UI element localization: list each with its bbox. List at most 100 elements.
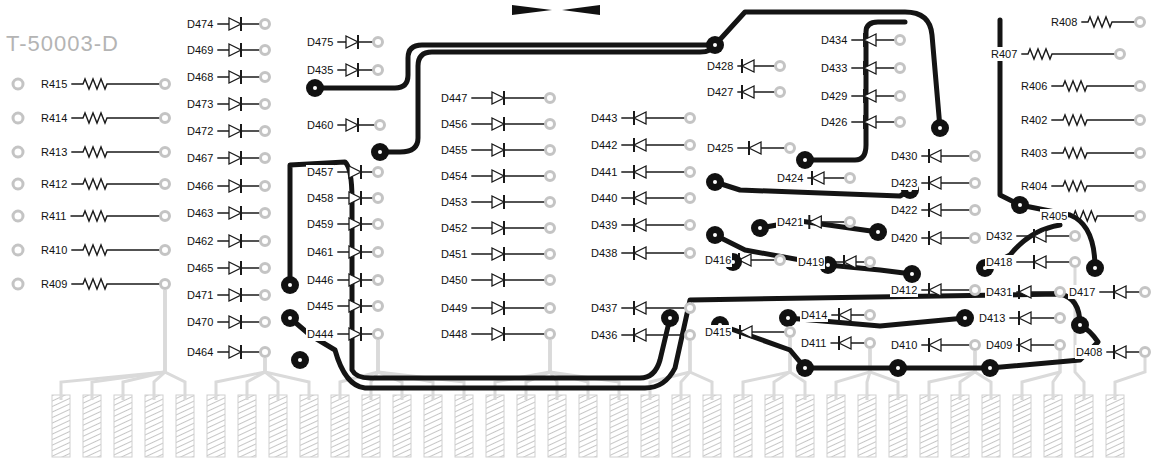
diode-symbol bbox=[217, 124, 265, 138]
part-label: D433 bbox=[820, 61, 848, 75]
diode-bar bbox=[741, 59, 743, 73]
solder-pad bbox=[1011, 196, 1029, 214]
diode-body bbox=[749, 142, 761, 154]
diode-lead bbox=[471, 149, 550, 150]
pad bbox=[866, 258, 875, 267]
diode-symbol bbox=[217, 97, 265, 111]
solder-pad bbox=[371, 143, 389, 161]
diode-bar bbox=[633, 301, 635, 315]
part-label: D434 bbox=[820, 33, 848, 47]
diode-bar bbox=[633, 191, 635, 205]
diode-symbol bbox=[621, 218, 690, 232]
pad bbox=[1056, 314, 1065, 323]
edge-finger bbox=[889, 395, 907, 457]
diode-body bbox=[634, 192, 646, 204]
diode-bar bbox=[633, 218, 635, 232]
pad-hole bbox=[378, 150, 382, 154]
pad bbox=[261, 154, 270, 163]
edge-finger bbox=[982, 395, 1000, 457]
pad bbox=[971, 234, 980, 243]
pad bbox=[1056, 341, 1065, 350]
pad bbox=[1136, 212, 1145, 221]
diode-bar bbox=[357, 118, 359, 132]
dark-trace bbox=[720, 325, 1098, 368]
part-label: R405 bbox=[1040, 209, 1068, 223]
part-label: R411 bbox=[40, 209, 67, 223]
diode-body bbox=[229, 18, 241, 30]
diode-bar bbox=[240, 315, 242, 329]
pad bbox=[13, 279, 23, 289]
pale-trace bbox=[526, 340, 550, 400]
pad bbox=[161, 80, 170, 89]
pad bbox=[1136, 182, 1145, 191]
part-label: D431 bbox=[985, 285, 1013, 299]
edge-finger bbox=[393, 395, 411, 457]
diode-body bbox=[634, 247, 646, 259]
diode-bar bbox=[1018, 338, 1020, 352]
pad bbox=[374, 330, 383, 339]
diode-symbol bbox=[851, 89, 900, 103]
diode-symbol bbox=[217, 43, 265, 57]
part-label: D426 bbox=[820, 115, 848, 129]
solder-pad bbox=[661, 309, 679, 327]
solder-pad bbox=[931, 119, 949, 137]
part-label: D415 bbox=[704, 325, 732, 339]
pad-hole bbox=[713, 43, 717, 47]
diode-body bbox=[492, 222, 504, 234]
resistor-lead bbox=[71, 79, 165, 89]
resistor-lead bbox=[70, 211, 165, 221]
part-label: D454 bbox=[440, 169, 468, 183]
diode-bar bbox=[739, 325, 741, 339]
resistor-lead bbox=[71, 179, 165, 189]
pad bbox=[546, 172, 555, 181]
edge-finger bbox=[114, 395, 132, 457]
diode-lead bbox=[471, 97, 550, 98]
edge-finger bbox=[269, 395, 287, 457]
diode-body bbox=[634, 139, 646, 151]
part-label: D470 bbox=[186, 315, 214, 329]
diode-body bbox=[492, 92, 504, 104]
diode-bar bbox=[1113, 285, 1115, 299]
part-label: D429 bbox=[820, 89, 848, 103]
pad-hole bbox=[298, 358, 302, 362]
pad bbox=[261, 237, 270, 246]
diode-bar bbox=[633, 328, 635, 342]
diode-symbol bbox=[807, 171, 850, 185]
edge-finger bbox=[951, 395, 969, 457]
diode-bar bbox=[503, 327, 505, 341]
part-label: D475 bbox=[306, 35, 334, 49]
orientation-mark bbox=[512, 5, 552, 15]
resistor-symbol bbox=[1021, 49, 1120, 59]
part-label: D449 bbox=[440, 301, 468, 315]
diode-body bbox=[742, 86, 754, 98]
diode-symbol bbox=[921, 283, 975, 297]
diode-symbol bbox=[921, 231, 975, 245]
pad bbox=[896, 118, 905, 127]
diode-body bbox=[812, 172, 824, 184]
pad bbox=[971, 179, 980, 188]
diode-bar bbox=[240, 43, 242, 57]
diode-bar bbox=[240, 206, 242, 220]
pad bbox=[374, 194, 383, 203]
part-label: D422 bbox=[890, 203, 918, 217]
pad bbox=[971, 152, 980, 161]
diode-body bbox=[1019, 286, 1031, 298]
part-label: D472 bbox=[186, 124, 214, 138]
diode-body bbox=[229, 207, 241, 219]
pad bbox=[1116, 50, 1125, 59]
diode-body bbox=[929, 284, 941, 296]
diode-body bbox=[740, 326, 752, 338]
diode-symbol bbox=[921, 176, 975, 190]
part-label: D417 bbox=[1068, 285, 1096, 299]
diode-lead bbox=[621, 197, 690, 198]
diode-body bbox=[929, 177, 941, 189]
pale-trace bbox=[378, 340, 402, 400]
resistor-symbol bbox=[71, 179, 165, 189]
part-label: D430 bbox=[890, 149, 918, 163]
pad bbox=[374, 168, 383, 177]
pad bbox=[161, 180, 170, 189]
part-label: D473 bbox=[186, 97, 214, 111]
diode-lead bbox=[621, 144, 690, 145]
diode-body bbox=[844, 256, 856, 268]
part-label: D445 bbox=[306, 299, 334, 313]
